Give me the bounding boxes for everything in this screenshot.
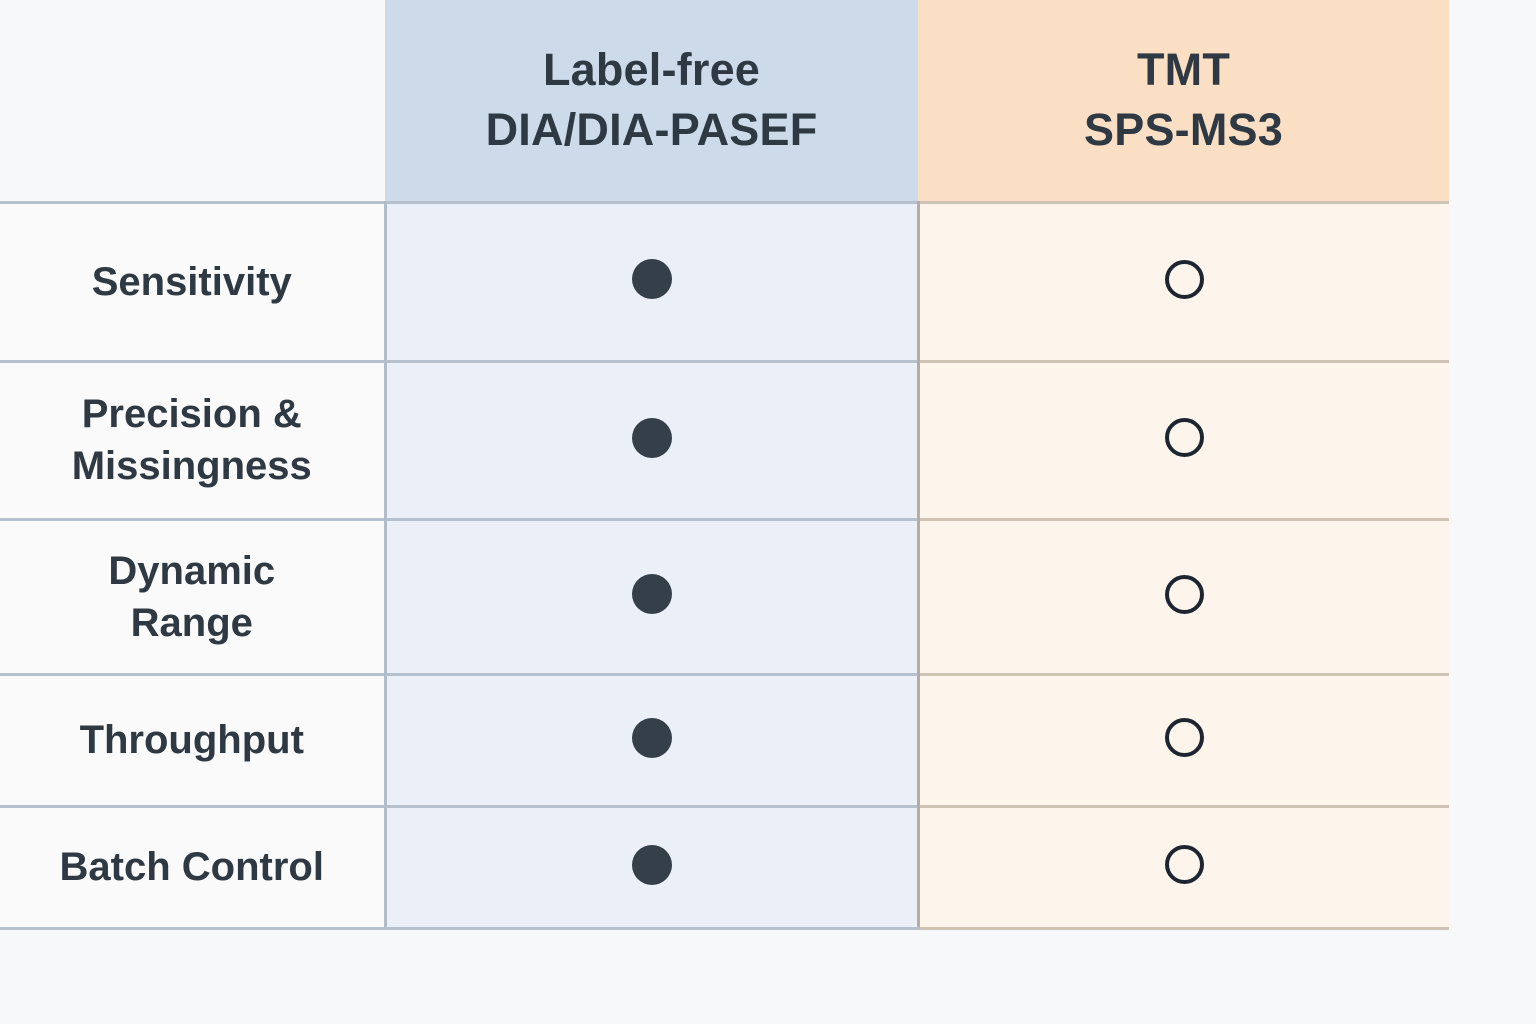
cell-throughput-label-free-dia xyxy=(385,672,920,806)
cell-sensitivity-label-free-dia xyxy=(385,200,920,361)
table-row: Batch Control xyxy=(0,804,1449,930)
cell-throughput-tmt-sps-ms3 xyxy=(918,672,1449,806)
row-label-line-1: Dynamic xyxy=(108,548,276,593)
table-header: Label-free DIA/DIA-PASEF TMT SPS-MS3 xyxy=(0,0,1449,202)
hollow-circle-icon xyxy=(1164,574,1204,614)
row-label-line-1: Sensitivity xyxy=(91,259,292,304)
method-comparison-table: Label-free DIA/DIA-PASEF TMT SPS-MS3 Sen… xyxy=(0,0,1449,930)
table-corner-cell xyxy=(0,0,385,202)
table-row: Throughput xyxy=(0,672,1449,806)
header-row: Label-free DIA/DIA-PASEF TMT SPS-MS3 xyxy=(0,0,1449,202)
filled-circle-icon xyxy=(631,844,672,885)
cell-sensitivity-tmt-sps-ms3 xyxy=(918,200,1449,361)
row-label-throughput: Throughput xyxy=(0,672,387,806)
row-label-sensitivity: Sensitivity xyxy=(0,200,387,361)
row-label-batch-control: Batch Control xyxy=(0,804,387,930)
column-header-label-free-dia: Label-free DIA/DIA-PASEF xyxy=(385,0,918,202)
cell-dynamic-range-tmt-sps-ms3 xyxy=(918,517,1449,674)
filled-circle-icon xyxy=(631,259,672,299)
row-label-precision-missingness: Precision & Missingness xyxy=(0,359,387,519)
cell-batch-control-tmt-sps-ms3 xyxy=(918,804,1449,930)
table-body: Sensitivity Precision & Missingness xyxy=(0,200,1449,930)
column-header-line-1: TMT xyxy=(1136,44,1231,96)
comparison-table-container: Label-free DIA/DIA-PASEF TMT SPS-MS3 Sen… xyxy=(0,0,1449,930)
filled-circle-icon xyxy=(631,574,672,614)
row-label-line-1: Batch Control xyxy=(59,845,324,889)
table-row: Dynamic Range xyxy=(0,517,1449,674)
table-row: Sensitivity xyxy=(0,200,1449,361)
row-label-line-1: Precision & xyxy=(81,392,302,436)
column-header-tmt-sps-ms3: TMT SPS-MS3 xyxy=(918,0,1449,202)
table-row: Precision & Missingness xyxy=(0,359,1449,519)
cell-batch-control-label-free-dia xyxy=(385,804,920,930)
row-label-line-1: Throughput xyxy=(79,718,304,762)
cell-precision-missingness-tmt-sps-ms3 xyxy=(918,359,1449,519)
row-label-line-2: Missingness xyxy=(71,444,312,488)
hollow-circle-icon xyxy=(1164,418,1204,457)
row-label-line-2: Range xyxy=(130,600,253,645)
column-header-line-2: SPS-MS3 xyxy=(1084,104,1283,156)
filled-circle-icon xyxy=(631,717,672,758)
filled-circle-icon xyxy=(631,417,672,458)
row-label-dynamic-range: Dynamic Range xyxy=(0,517,387,674)
hollow-circle-icon xyxy=(1164,259,1204,299)
column-header-line-1: Label-free xyxy=(542,44,761,96)
hollow-circle-icon xyxy=(1164,718,1204,757)
cell-dynamic-range-label-free-dia xyxy=(385,517,920,674)
cell-precision-missingness-label-free-dia xyxy=(385,359,920,519)
hollow-circle-icon xyxy=(1164,845,1204,884)
column-header-line-2: DIA/DIA-PASEF xyxy=(485,104,818,156)
